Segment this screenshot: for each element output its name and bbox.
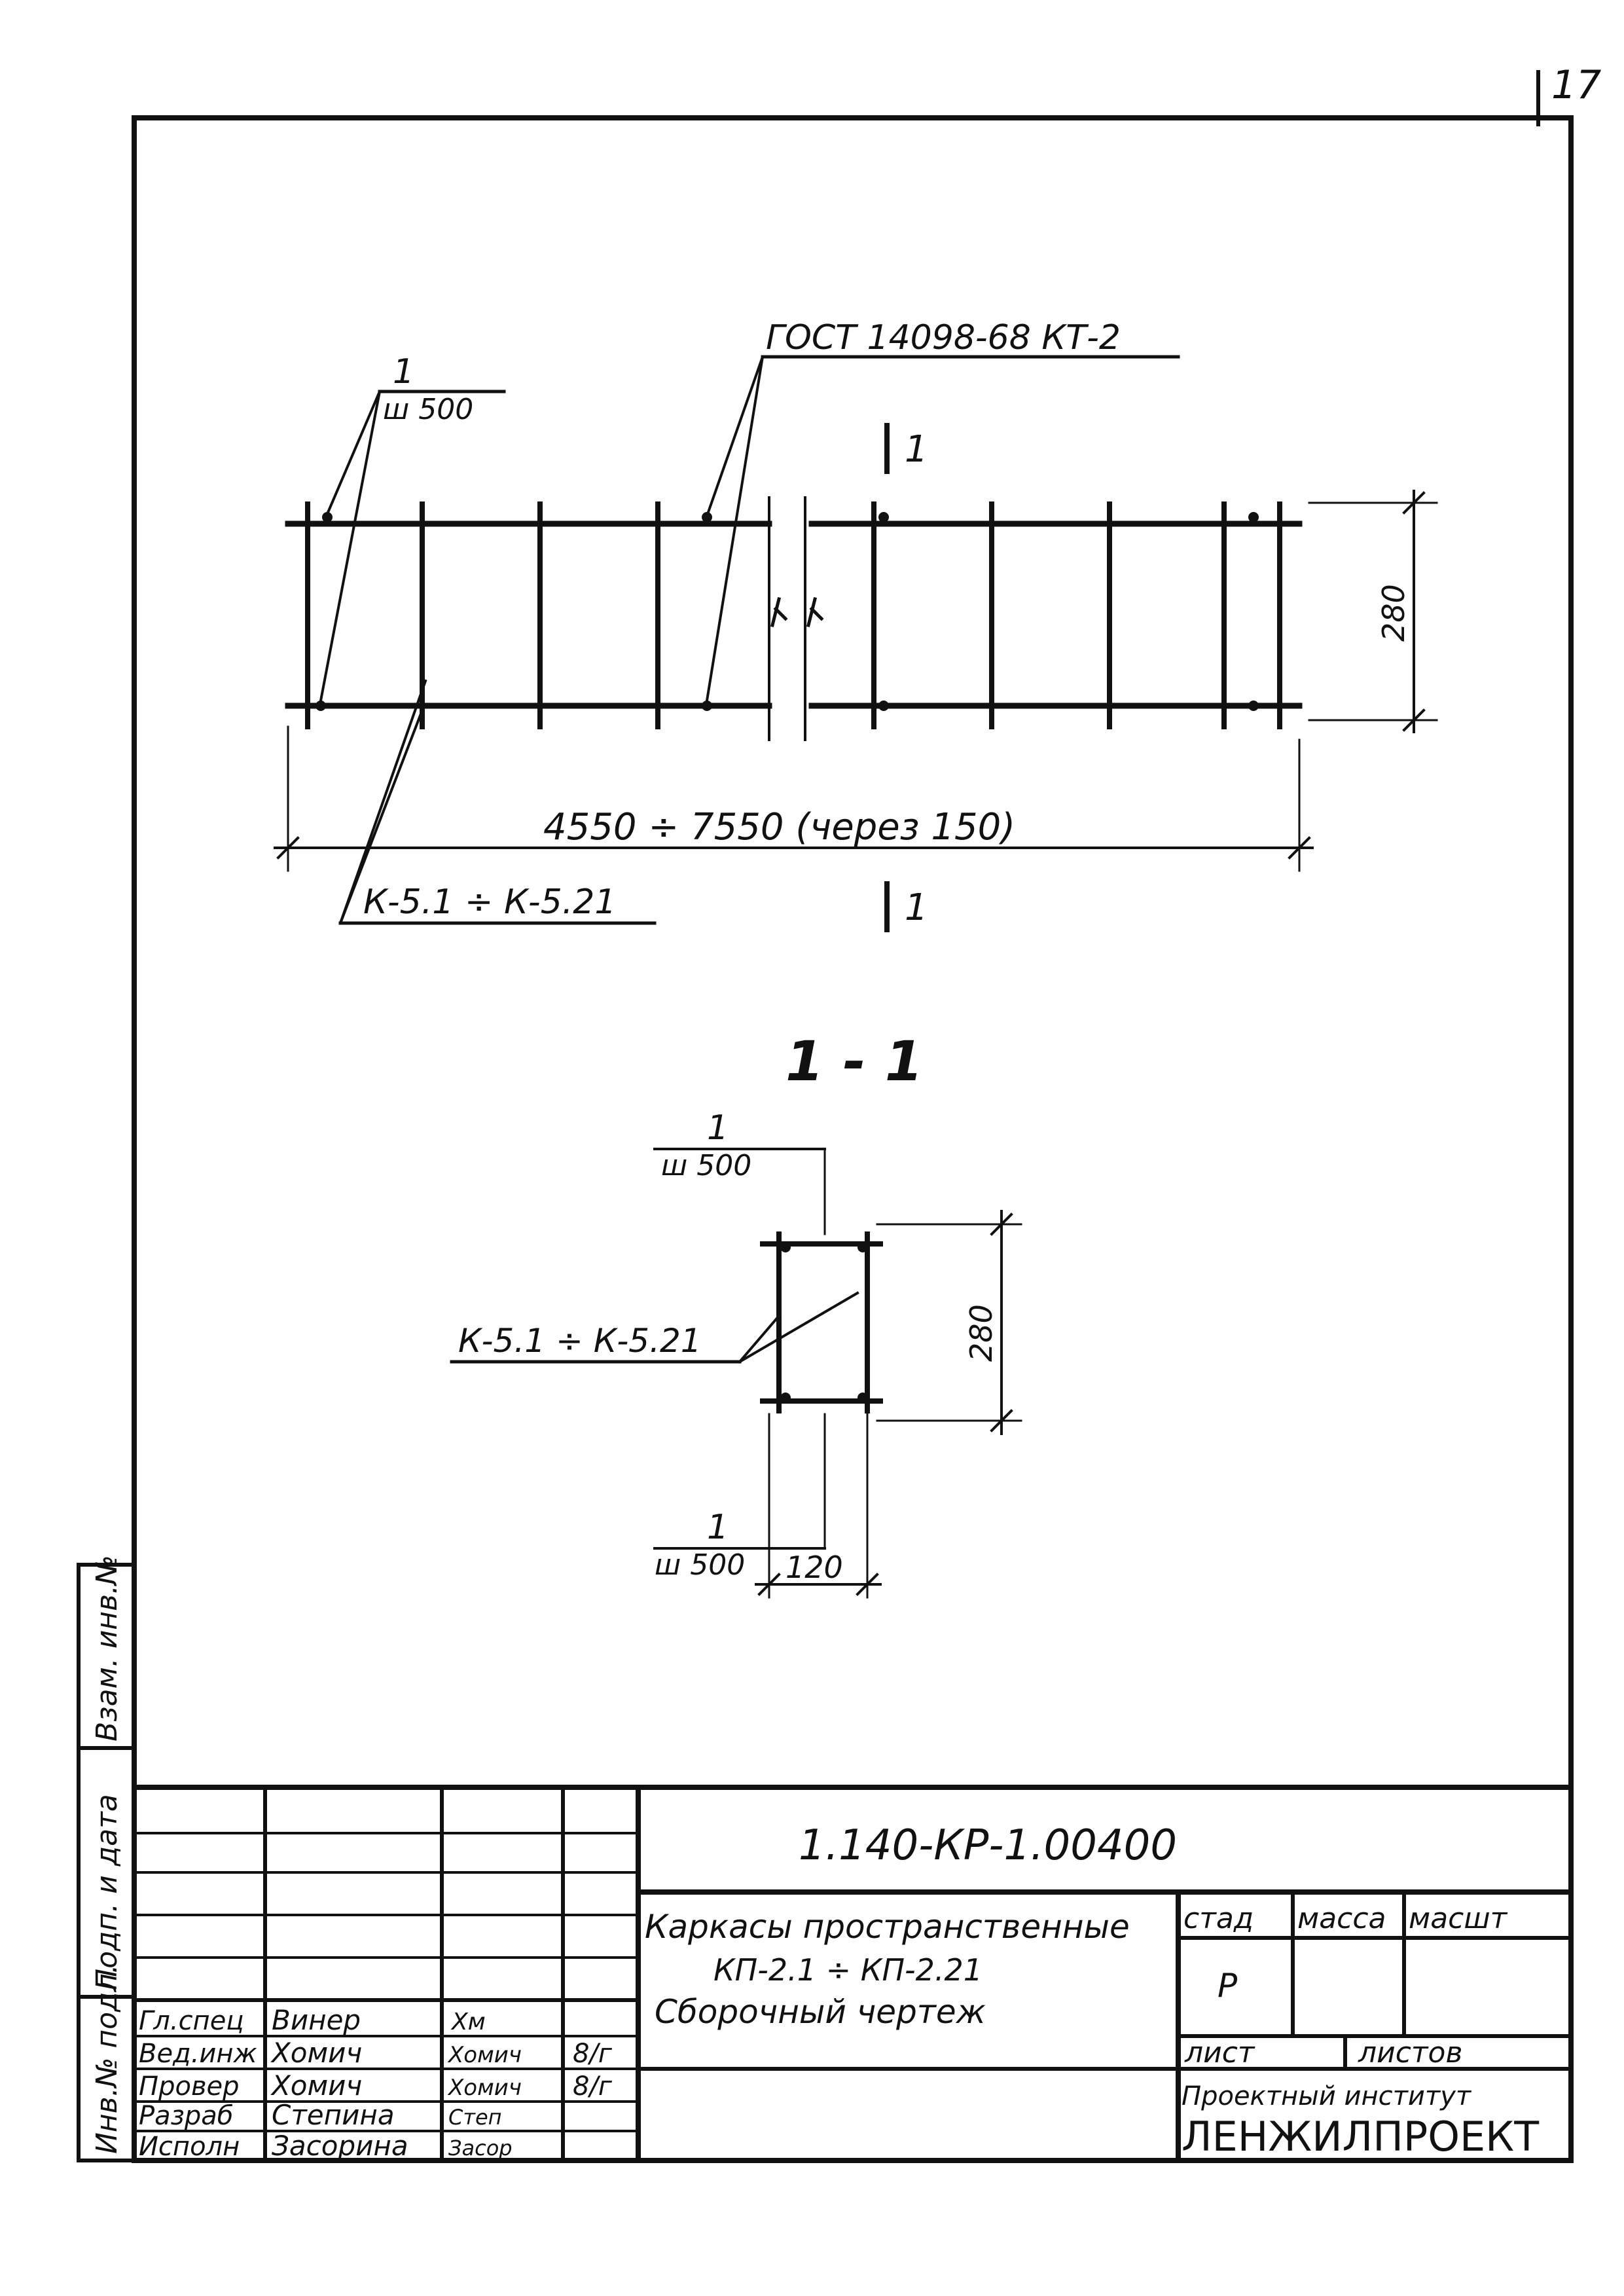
left-stamp: Инв.№ подл. Подп. и дата Взам. инв.№ — [77, 1555, 136, 2162]
frame-callout: К-5.1 ÷ К-5.21 — [338, 679, 657, 925]
mass-header: масса — [1297, 1902, 1386, 1935]
weld-points — [316, 512, 1259, 711]
transverse-bars — [305, 501, 1282, 729]
signature-sign: Засор — [448, 2136, 513, 2160]
stage-value: Р — [1218, 1967, 1238, 2005]
plan-height-dimension: 280 — [1308, 490, 1438, 733]
signature-sign: Хм — [450, 2009, 486, 2035]
sheet-number: 17 — [1551, 62, 1601, 108]
section-mark-top: 1 — [884, 423, 928, 474]
section-mesh-bottom-denominator: ш 500 — [655, 1548, 745, 1582]
institute-line2: ЛЕНЖИЛПРОЕКТ — [1182, 2113, 1540, 2160]
gost-callout-text: ГОСТ 14098-68 КТ-2 — [766, 318, 1121, 357]
sheets-header: листов — [1358, 2036, 1462, 2069]
mesh-callout: 1 ш 500 — [319, 352, 506, 702]
plan-view: ГОСТ 14098-68 КТ-2 1 ш 500 1 1 280 — [274, 318, 1438, 932]
signature-role: Провер — [139, 2071, 240, 2102]
signature-rows: Гл.спец Винер Хм Вед.инж Хомич Хомич 8/г… — [139, 2004, 613, 2162]
frame-callout-text: К-5.1 ÷ К-5.21 — [363, 883, 616, 922]
section-mesh-top-numerator: 1 — [707, 1108, 729, 1148]
section-mesh-top-denominator: ш 500 — [661, 1149, 751, 1182]
section-frame-callout: К-5.1 ÷ К-5.21 — [458, 1322, 702, 1360]
signature-role: Разраб — [139, 2101, 233, 2131]
scale-header: масшт — [1409, 1902, 1508, 1935]
description-line3: Сборочный чертеж — [655, 1993, 986, 2031]
signature-name: Степина — [272, 2099, 395, 2131]
svg-text:1: 1 — [905, 886, 928, 929]
mesh-denominator: ш 500 — [383, 393, 473, 426]
break-symbol — [768, 496, 824, 741]
institute-line1: Проектный институт — [1182, 2081, 1472, 2111]
section-view: 1 - 1 1 ш 500 1 ш 500 К-5.1 ÷ К-5.21 — [450, 1029, 1022, 1599]
section-height-value: 280 — [964, 1304, 999, 1362]
stamp-replacement-number: Взам. инв.№ — [90, 1555, 124, 1741]
section-weld-points — [780, 1242, 868, 1403]
signature-role: Гл.спец — [139, 2006, 244, 2036]
title-block: 1.140-КР-1.00400 Каркасы пространственны… — [132, 1785, 1574, 2163]
stage-header: стад — [1183, 1902, 1254, 1935]
signature-name: Винер — [272, 2004, 361, 2036]
stamp-inventory-number: Инв.№ подл. — [90, 1964, 124, 2154]
section-mark-bottom: 1 — [884, 881, 928, 932]
signature-name: Хомич — [270, 2069, 362, 2102]
mesh-numerator: 1 — [393, 352, 414, 392]
document-code: 1.140-КР-1.00400 — [799, 1821, 1177, 1870]
sheet-header: лист — [1184, 2036, 1255, 2069]
signature-sign: Хомич — [447, 2042, 522, 2068]
svg-text:1: 1 — [905, 428, 928, 471]
section-width-value: 120 — [785, 1550, 843, 1585]
section-mesh-bottom-numerator: 1 — [707, 1508, 729, 1547]
stamp-signature-date: Подп. и дата — [90, 1794, 124, 1990]
description-line2: КП-2.1 ÷ КП-2.21 — [713, 1952, 983, 1988]
signature-role: Исполн — [139, 2132, 240, 2162]
signature-date: 8/г — [573, 2039, 613, 2069]
plan-height-value: 280 — [1376, 584, 1411, 642]
signature-name: Хомич — [270, 2037, 362, 2069]
plan-length-value: 4550 ÷ 7550 (через 150) — [543, 806, 1015, 848]
signature-sign: Хомич — [447, 2075, 522, 2101]
drawing-frame — [132, 115, 1574, 2163]
plan-length-dimension: 4550 ÷ 7550 (через 150) — [274, 725, 1314, 872]
gost-callout: ГОСТ 14098-68 КТ-2 — [705, 318, 1180, 702]
description-line1: Каркасы пространственные — [645, 1908, 1130, 1946]
signature-name: Засорина — [272, 2130, 408, 2162]
signature-role: Вед.инж — [139, 2039, 257, 2069]
section-title: 1 - 1 — [785, 1029, 923, 1093]
signature-sign: Степ — [448, 2105, 502, 2130]
signature-date: 8/г — [573, 2071, 613, 2102]
